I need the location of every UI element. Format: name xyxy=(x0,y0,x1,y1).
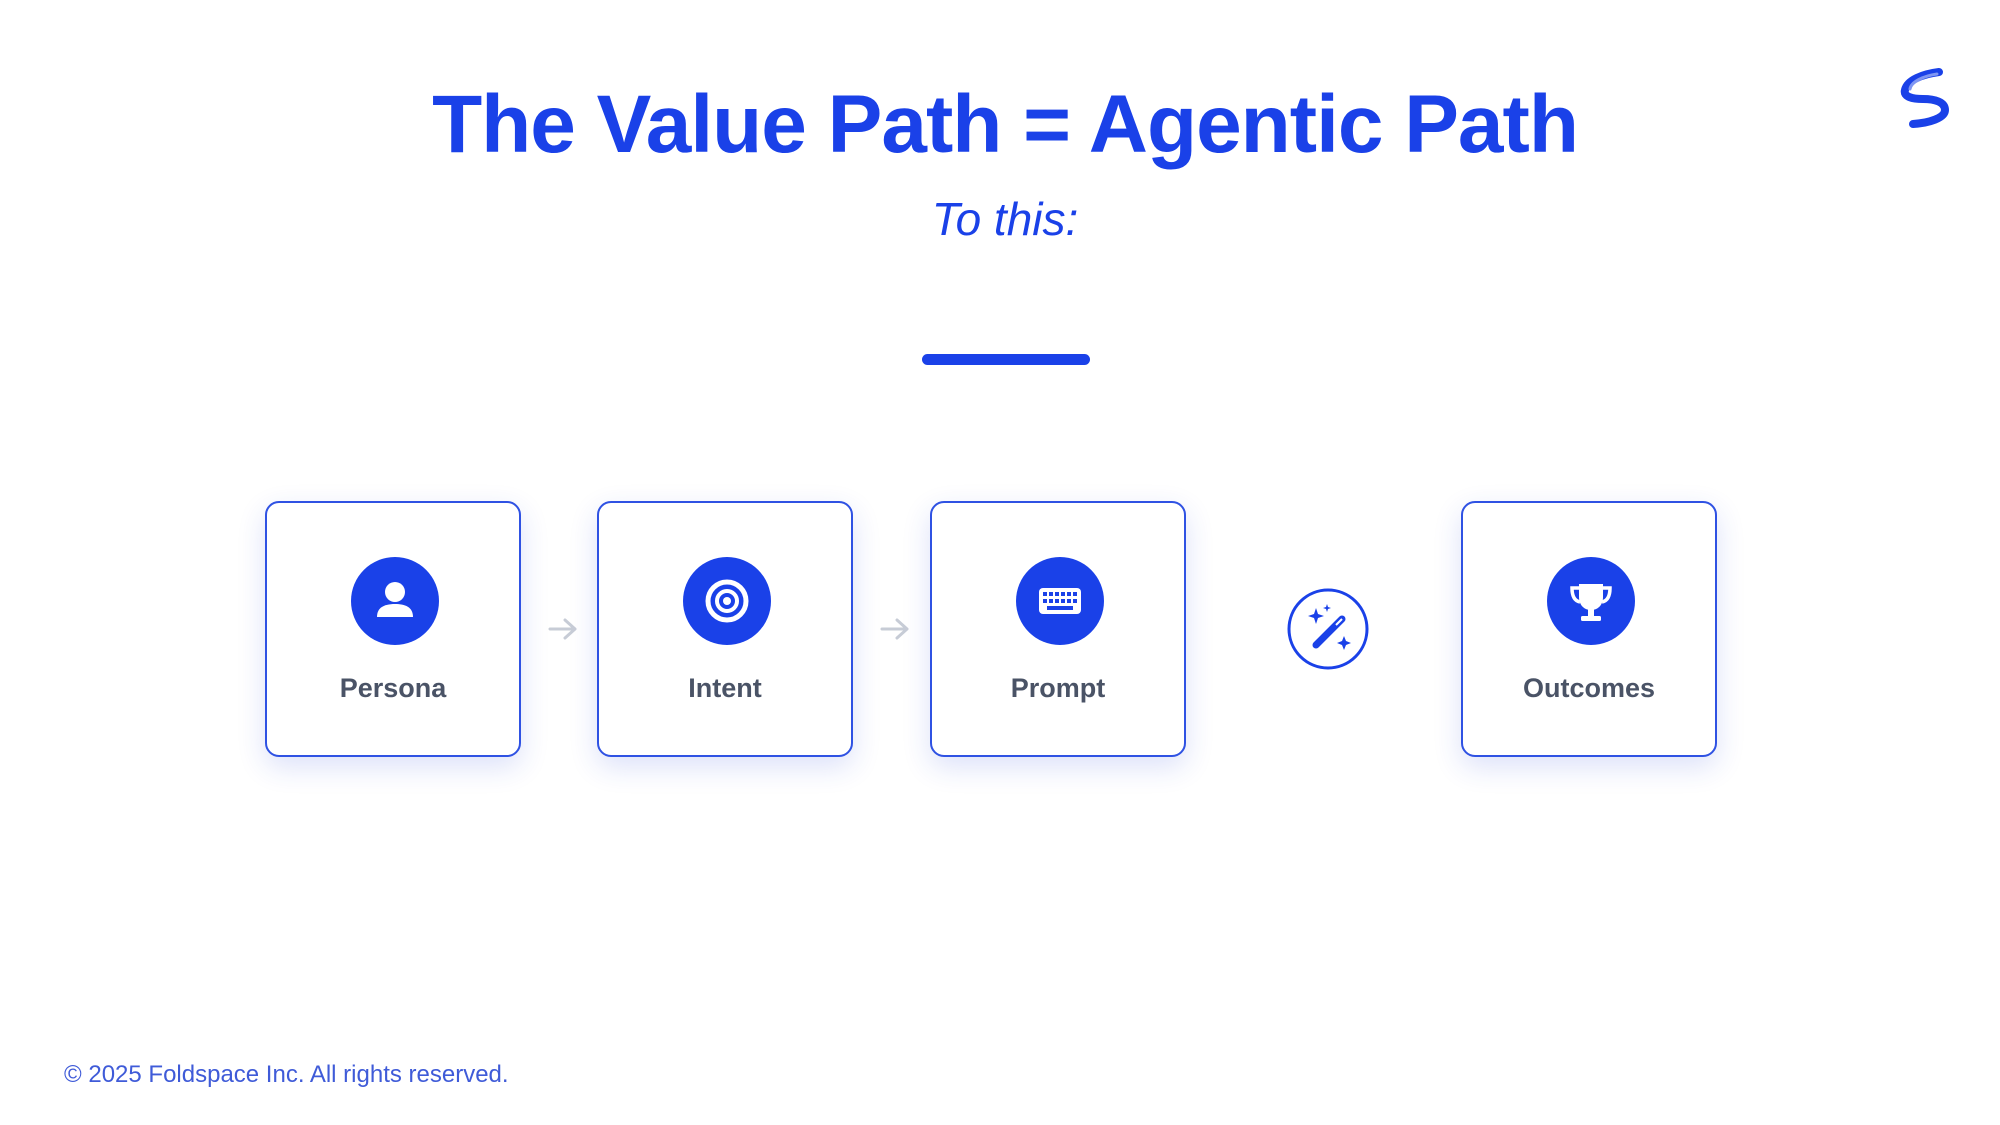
person-icon xyxy=(377,582,413,617)
page-subtitle: To this: xyxy=(931,193,1079,245)
target-icon xyxy=(705,579,749,623)
step-label-prompt: Prompt xyxy=(1010,673,1106,703)
step-card-persona: Persona xyxy=(265,501,521,757)
step-card-intent: Intent xyxy=(597,501,853,757)
keyboard-icon xyxy=(1039,588,1081,614)
title-divider xyxy=(922,354,1090,365)
persona-icon-badge xyxy=(351,557,439,645)
step-label-outcomes: Outcomes xyxy=(1522,673,1656,703)
copyright-footer: © 2025 Foldspace Inc. All rights reserve… xyxy=(64,1061,509,1088)
trophy-icon xyxy=(1570,584,1612,621)
step-card-prompt: Prompt xyxy=(930,501,1186,757)
step-card-outcomes: Outcomes xyxy=(1461,501,1717,757)
arrow-right-icon xyxy=(880,618,909,640)
outcomes-icon-badge xyxy=(1547,557,1635,645)
intent-icon-badge xyxy=(683,557,771,645)
agentic-connector xyxy=(1230,588,1426,670)
arrow-right-icon xyxy=(548,618,577,640)
magic-wand-icon xyxy=(1308,604,1351,650)
foldspace-logo-icon xyxy=(1900,68,1950,128)
page-title: The Value Path = Agentic Path xyxy=(432,79,1579,170)
step-label-persona: Persona xyxy=(339,673,447,703)
step-label-intent: Intent xyxy=(688,673,762,703)
prompt-icon-badge xyxy=(1016,557,1104,645)
